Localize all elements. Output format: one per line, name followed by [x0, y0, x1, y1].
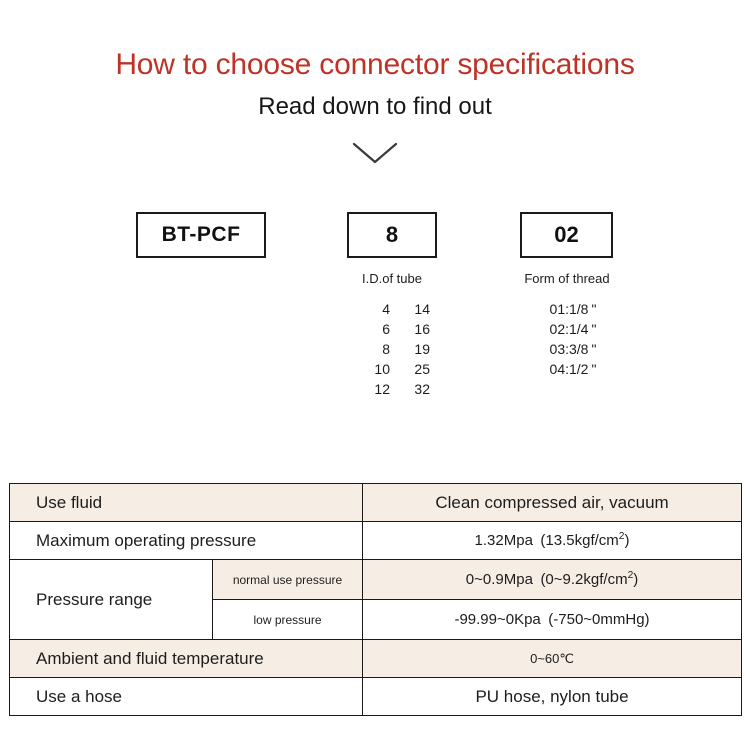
list-item: 04:1/2"	[513, 359, 633, 379]
list-item: 01:1/8"	[513, 299, 633, 319]
tube-option-b: 14	[414, 301, 430, 317]
thread-option-unit: "	[591, 341, 597, 357]
tube-option-b: 19	[414, 341, 430, 357]
thread-option-code: 03:3/8	[549, 341, 589, 357]
tube-option-a: 12	[374, 381, 390, 397]
thread-option-code: 02:1/4	[549, 321, 589, 337]
thread-option-unit: "	[591, 301, 597, 317]
superscript-two: 2	[627, 570, 634, 581]
table-row: Use fluid Clean compressed air, vacuum	[8, 483, 743, 522]
table-row: Use a hose PU hose, nylon tube	[8, 677, 743, 716]
tube-option-b: 16	[414, 321, 430, 337]
spec-label-hose: Use a hose	[8, 677, 364, 716]
normal-pressure-mpa: 0~0.9Mpa	[465, 571, 533, 588]
page-title: How to choose connector specifications	[115, 48, 635, 81]
page-subtitle: Read down to find out	[258, 93, 492, 120]
table-row: Ambient and fluid temperature 0~60℃	[8, 639, 743, 678]
list-item: 12 32	[347, 379, 447, 399]
superscript-two: 2	[618, 531, 625, 542]
spec-label-pressure-range: Pressure range	[9, 559, 213, 640]
code-box-series: BT-PCF	[136, 212, 266, 258]
thread-option-code: 04:1/2	[549, 361, 589, 377]
thread-column-label: Form of thread	[524, 271, 610, 286]
tube-option-list: 4 14 6 16 8 19 10 25 12 32	[347, 299, 447, 399]
specification-table: Use fluid Clean compressed air, vacuum M…	[8, 483, 743, 716]
spec-label-use-fluid: Use fluid	[8, 483, 364, 522]
tube-option-a: 10	[374, 361, 390, 377]
spec-value-normal-use-pressure: 0~0.9Mpa (0~9.2kgf/cm2)	[362, 559, 743, 600]
tube-option-b: 25	[414, 361, 430, 377]
tube-column-label: I.D.of tube	[362, 271, 422, 286]
thread-option-code: 01:1/8	[549, 301, 589, 317]
tube-option-b: 32	[414, 381, 430, 397]
normal-pressure-kgf: (0~9.2kgf/cm	[540, 571, 628, 588]
list-item: 8 19	[347, 339, 447, 359]
spec-value-temperature: 0~60℃	[362, 639, 743, 678]
thread-option-unit: "	[591, 361, 597, 377]
max-pressure-mpa: 1.32Mpa	[474, 532, 533, 549]
spec-value-hose: PU hose, nylon tube	[362, 677, 743, 716]
thread-option-unit: "	[591, 321, 597, 337]
list-item: 10 25	[347, 359, 447, 379]
tube-option-a: 6	[382, 321, 390, 337]
normal-pressure-close: )	[633, 571, 639, 588]
list-item: 4 14	[347, 299, 447, 319]
tube-option-a: 4	[382, 301, 390, 317]
tube-option-a: 8	[382, 341, 390, 357]
list-item: 03:3/8"	[513, 339, 633, 359]
spec-value-use-fluid: Clean compressed air, vacuum	[362, 483, 743, 522]
max-pressure-kgf: (13.5kgf/cm	[540, 532, 619, 549]
code-box-thread-form: 02	[520, 212, 613, 258]
spec-label-temperature: Ambient and fluid temperature	[8, 639, 364, 678]
list-item: 6 16	[347, 319, 447, 339]
spec-value-max-pressure: 1.32Mpa (13.5kgf/cm2)	[362, 521, 743, 560]
spec-value-low-pressure: -99.99~0Kpa (-750~0mmHg)	[362, 599, 743, 640]
spec-sublabel-low-pressure: low pressure	[211, 599, 364, 640]
thread-option-list: 01:1/8" 02:1/4" 03:3/8" 04:1/2"	[513, 299, 633, 379]
table-row: Pressure range normal use pressure 0~0.9…	[9, 559, 743, 640]
spec-sublabel-normal-use-pressure: normal use pressure	[211, 559, 364, 600]
chevron-down-icon	[352, 140, 398, 168]
spec-label-max-pressure: Maximum operating pressure	[8, 521, 364, 560]
list-item: 02:1/4"	[513, 319, 633, 339]
table-row: Maximum operating pressure 1.32Mpa (13.5…	[8, 521, 743, 560]
max-pressure-close: )	[624, 532, 630, 549]
code-box-tube-size: 8	[347, 212, 437, 258]
